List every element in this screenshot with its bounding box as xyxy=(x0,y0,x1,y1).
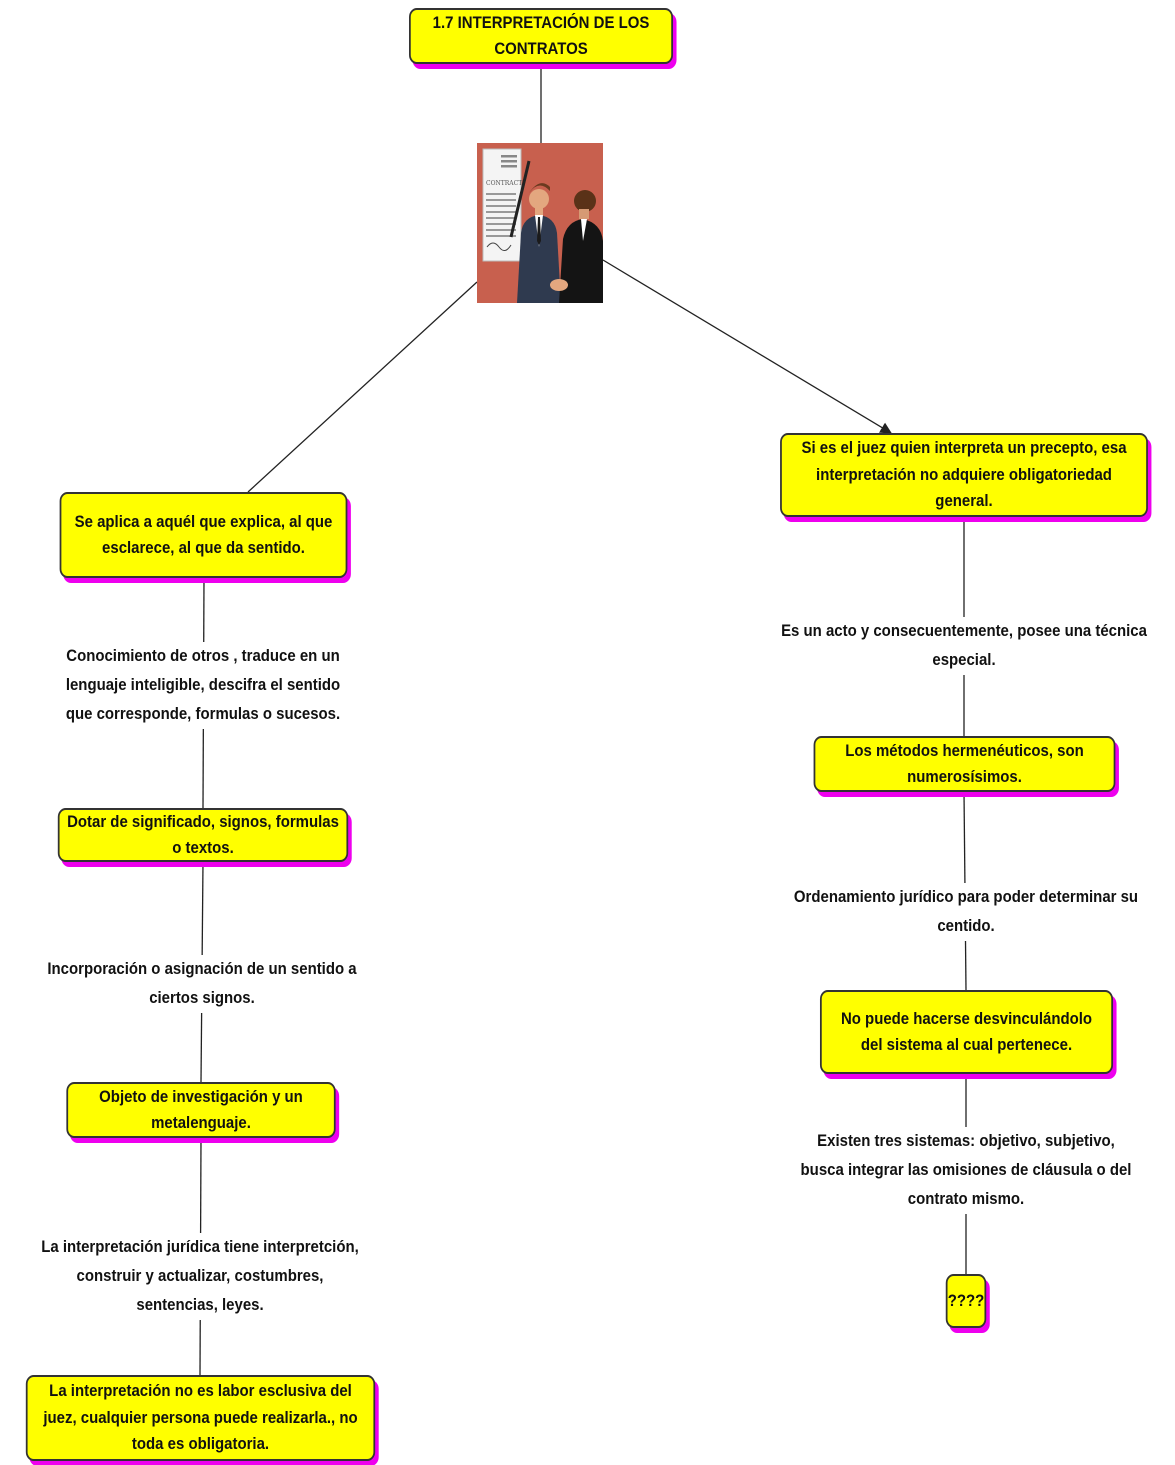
link-picture-right xyxy=(602,259,893,434)
right-label-2: Ordenamiento jurídico para poder determi… xyxy=(790,883,1142,941)
right-node-3[interactable]: No puede hacerse desvinculándolo del sis… xyxy=(819,990,1114,1074)
left-node-4[interactable]: La interpretación no es labor esclusiva … xyxy=(25,1375,376,1461)
pen-icon xyxy=(509,160,531,238)
left-node-2[interactable]: Dotar de significado, signos, formulas o… xyxy=(57,808,349,862)
left-node-3[interactable]: Objeto de investigación y un metalenguaj… xyxy=(66,1082,336,1138)
right-node-4[interactable]: ???? xyxy=(945,1274,987,1328)
businessman-left-icon xyxy=(517,183,561,303)
right-node-1[interactable]: Si es el juez quien interpreta un precep… xyxy=(780,433,1148,517)
document-title: CONTRACT xyxy=(486,180,522,187)
root-node[interactable]: 1.7 INTERPRETACIÓN DE LOS CONTRATOS xyxy=(409,8,673,64)
left-label-1: Conocimiento de otros , traduce en un le… xyxy=(49,642,357,729)
right-label-3: Existen tres sistemas: objetivo, subjeti… xyxy=(793,1127,1139,1214)
left-label-3: La interpretación jurídica tiene interpr… xyxy=(32,1233,368,1320)
contract-document-icon: CONTRACT xyxy=(482,148,522,262)
root-title: 1.7 INTERPRETACIÓN DE LOS CONTRATOS xyxy=(432,12,650,58)
link-picture-left xyxy=(247,281,478,493)
contract-handshake-icon: CONTRACT xyxy=(477,143,603,303)
handshake-icon xyxy=(550,279,568,291)
businessman-right-icon xyxy=(559,190,603,303)
right-label-1: Es un acto y consecuentemente, posee una… xyxy=(777,617,1151,675)
left-label-2: Incorporación o asignación de un sentido… xyxy=(24,955,380,1013)
right-node-2[interactable]: Los métodos hermenéuticos, son numerosís… xyxy=(813,736,1116,792)
left-node-1[interactable]: Se aplica a aquél que explica, al que es… xyxy=(59,492,348,578)
